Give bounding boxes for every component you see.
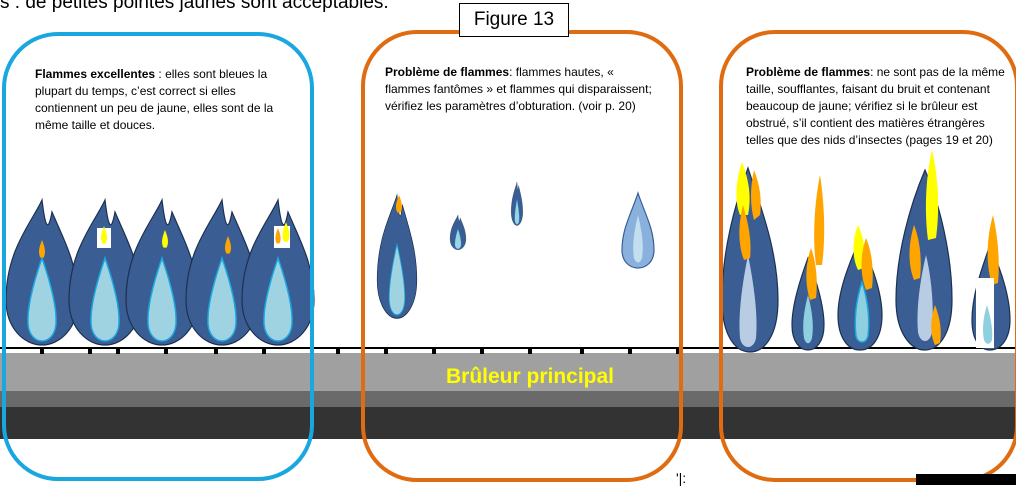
- panel-problem-high-text: Problème de flammes: flammes hautes, « f…: [385, 64, 657, 115]
- top-cut-text: s : de petites pointes jaunes sont accep…: [0, 0, 389, 13]
- panel-problem-uneven-body: : ne sont pas de la même taille, souffla…: [746, 65, 1005, 147]
- stray-glyph: '|:: [676, 470, 687, 486]
- panel-excellent-text: Flammes excellentes : elles sont bleues …: [35, 66, 285, 134]
- panel-problem-uneven-heading: Problème de flammes: [746, 65, 871, 79]
- panel-excellent-body: : elles sont bleues la plupart du temps,…: [35, 67, 274, 132]
- panel-excellent-heading: Flammes excellentes: [35, 67, 156, 81]
- panel3-flames: [721, 150, 1011, 353]
- panel1-flames: [5, 199, 315, 346]
- panel-problem-high-heading: Problème de flammes: [385, 65, 510, 79]
- panel2-flames: [376, 181, 655, 319]
- panel-problem-uneven-border: [719, 30, 1016, 482]
- burner-bar: [0, 347, 1016, 439]
- burner-label: Brûleur principal: [445, 365, 615, 388]
- black-tab: [916, 474, 1016, 485]
- panel-problem-uneven-text: Problème de flammes: ne sont pas de la m…: [746, 64, 1014, 149]
- panel-problem-high-body: : flammes hautes, « flammes fantômes » e…: [385, 65, 652, 113]
- figure-label: Figure 13: [459, 3, 569, 37]
- panel-excellent-border: [2, 32, 314, 481]
